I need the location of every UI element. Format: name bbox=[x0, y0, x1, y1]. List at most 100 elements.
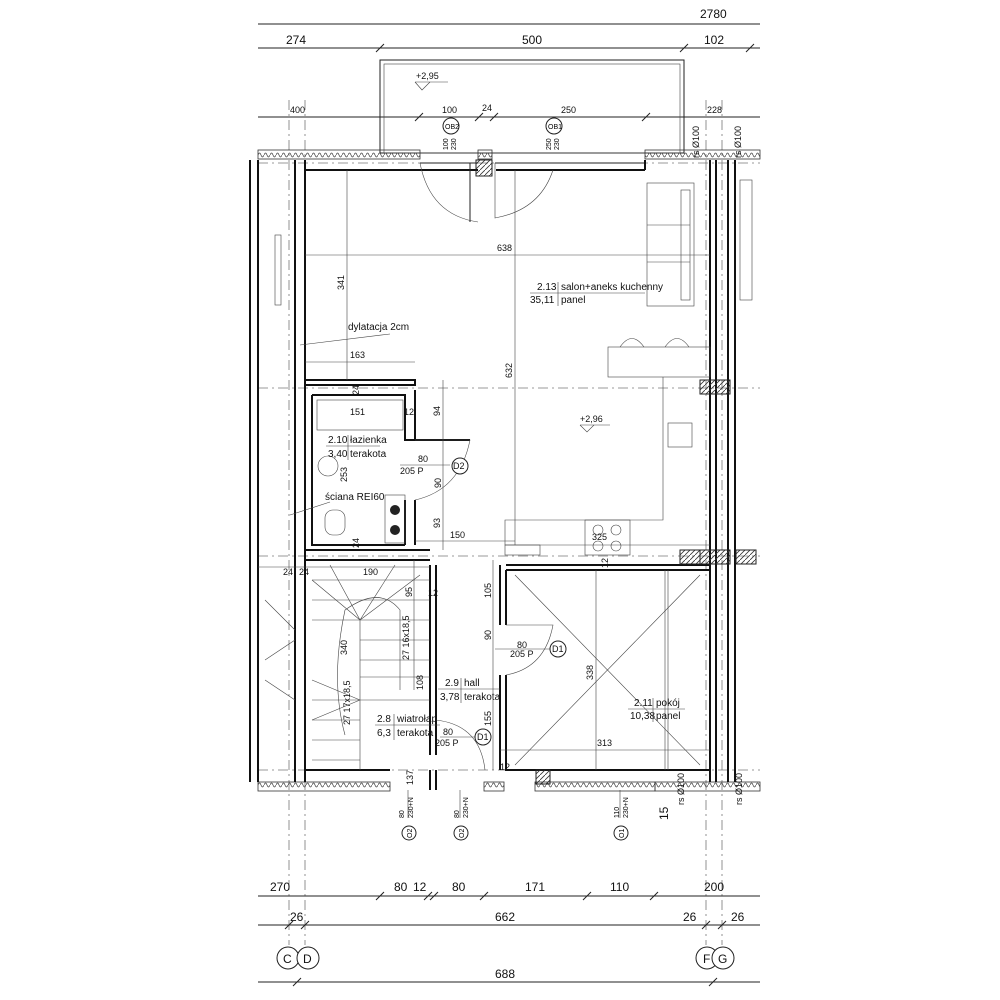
stairs-lower: 27 17x18,5 bbox=[342, 680, 352, 725]
dimension-label: 171 bbox=[525, 880, 545, 894]
dimension-label: 12 bbox=[413, 880, 427, 894]
axis-bubbles: C D F G bbox=[276, 946, 735, 970]
dimension-label: 230 bbox=[554, 138, 561, 150]
dimension-label: O1 bbox=[619, 829, 626, 838]
dimension-label: 205 P bbox=[435, 738, 459, 748]
axis-g: G bbox=[718, 952, 727, 966]
doors bbox=[414, 162, 554, 771]
dim-total-top: 2780 bbox=[700, 7, 727, 21]
dimension-label: panel bbox=[561, 295, 585, 306]
balcony: +2,95 bbox=[379, 59, 685, 154]
window-tag-ob2: OB2 100 230 bbox=[442, 117, 460, 150]
dimension-label: hall bbox=[464, 678, 480, 689]
dimension-label: OB1 bbox=[548, 124, 562, 131]
dimension-label: 80 bbox=[517, 640, 527, 650]
dimension-label: 190 bbox=[363, 567, 378, 577]
dimension-label: O2 bbox=[407, 829, 414, 838]
dimension-label: 24 bbox=[351, 538, 361, 548]
dim: 400 bbox=[290, 105, 305, 115]
dimension-label: 313 bbox=[597, 738, 612, 748]
bottom-dimensions: 270 80 12 80 171 110 200 26 662 26 26 68… bbox=[258, 880, 760, 987]
riser-label: rs Ø100 bbox=[676, 773, 686, 805]
dimension-label: 662 bbox=[495, 910, 515, 924]
dimension-label: 638 bbox=[497, 243, 512, 253]
dimension-label: 341 bbox=[336, 275, 346, 290]
dimension-label: 15 bbox=[657, 806, 671, 820]
note-wall: ściana REI60 bbox=[325, 492, 385, 503]
window-tag-o2-b: 80 230+N O2 bbox=[453, 790, 470, 841]
dimension-label: 340 bbox=[339, 640, 349, 655]
axis-d: D bbox=[303, 952, 312, 966]
dimension-label: 150 bbox=[450, 530, 465, 540]
door-tag-d1-bedroom: 80 205 P D1 bbox=[495, 640, 567, 659]
dimension-label: terakota bbox=[350, 449, 387, 460]
level-balcony: +2,95 bbox=[416, 71, 439, 81]
dimension-label: 12 bbox=[500, 762, 510, 772]
dim: 24 bbox=[482, 103, 492, 113]
dimension-label: salon+aneks kuchenny bbox=[561, 282, 663, 293]
dim-total-bottom: 688 bbox=[495, 967, 515, 981]
dimension-label: 80 bbox=[399, 810, 406, 818]
room-label-bathroom: 2.10 łazienka 3,40 terakota bbox=[326, 435, 387, 460]
dimension-label: 12 bbox=[600, 558, 610, 568]
dimension-label: 205 P bbox=[400, 466, 424, 476]
dimension-label: 26 bbox=[290, 910, 304, 924]
dimension-label: 253 bbox=[339, 467, 349, 482]
dimension-label: 10,38 bbox=[630, 711, 655, 722]
dimension-label: 80 bbox=[452, 880, 466, 894]
dimension-label: terakota bbox=[464, 692, 501, 703]
dimension-label: panel bbox=[656, 711, 680, 722]
dimension-label: O2 bbox=[459, 829, 466, 838]
dim: 102 bbox=[704, 33, 724, 47]
dimension-label: 230+N bbox=[623, 797, 630, 818]
dimension-label: D1 bbox=[477, 732, 489, 742]
dimension-label: pokój bbox=[656, 698, 680, 709]
dimension-label: 105 bbox=[483, 583, 493, 598]
dimension-label: 26 bbox=[731, 910, 745, 924]
dimension-label: wiatrołap bbox=[396, 714, 437, 725]
dimension-label: 338 bbox=[585, 665, 595, 680]
door-tag-d2: 80 205 P D2 bbox=[400, 454, 469, 476]
dimension-label: 12 bbox=[428, 588, 438, 598]
dimension-label: 95 bbox=[404, 587, 414, 597]
dimension-label: 270 bbox=[270, 880, 290, 894]
dimension-label: 110 bbox=[614, 807, 621, 818]
axis-c: C bbox=[283, 952, 292, 966]
dimension-label: 2.9 bbox=[445, 678, 459, 689]
dimension-label: 155 bbox=[483, 711, 493, 726]
dim: 100 bbox=[442, 105, 457, 115]
window-tag-o2-a: 80 230+N O2 bbox=[399, 790, 417, 841]
dimension-label: łazienka bbox=[350, 435, 387, 446]
dimension-label: 24 bbox=[299, 567, 309, 577]
dimension-label: 2.11 bbox=[634, 698, 653, 709]
dimension-label: 80 bbox=[454, 810, 461, 818]
dimension-label: 230+N bbox=[463, 797, 470, 818]
walls bbox=[249, 159, 757, 790]
dim: 250 bbox=[561, 105, 576, 115]
dimension-label: D1 bbox=[552, 644, 564, 654]
interior-dimensions: 638 341 632 163 24 151 12 94 90 93 150 2… bbox=[258, 170, 710, 820]
dimension-label: 110 bbox=[610, 880, 629, 894]
dimension-label: 137 bbox=[405, 770, 415, 785]
exterior-walls bbox=[257, 149, 761, 792]
dimension-label: 35,11 bbox=[530, 295, 555, 306]
dimension-label: 230+N bbox=[408, 797, 415, 818]
dimension-label: 163 bbox=[350, 350, 365, 360]
dimension-label: 3,78 bbox=[440, 692, 460, 703]
window-tag-o1: 110 230+N O1 bbox=[613, 790, 630, 841]
stairs bbox=[264, 564, 430, 770]
dimension-label: 94 bbox=[432, 406, 442, 416]
dimension-label: 80 bbox=[394, 880, 408, 894]
dimension-label: 205 P bbox=[510, 649, 534, 659]
dimension-label: D2 bbox=[453, 461, 465, 471]
room-label-salon: 2.13 salon+aneks kuchenny 35,11 panel bbox=[530, 282, 663, 306]
dimension-label: 2.13 bbox=[537, 282, 557, 293]
dimension-label: 12 bbox=[404, 407, 414, 417]
dimension-label: 2.10 bbox=[328, 435, 348, 446]
room-label-bedroom: 2.11 pokój 10,38 panel bbox=[628, 698, 685, 722]
note-dilatation: dylatacja 2cm bbox=[348, 322, 409, 333]
dimension-label: OB2 bbox=[445, 124, 459, 131]
dimension-label: 151 bbox=[350, 407, 365, 417]
dimension-label: 2.8 bbox=[377, 714, 391, 725]
